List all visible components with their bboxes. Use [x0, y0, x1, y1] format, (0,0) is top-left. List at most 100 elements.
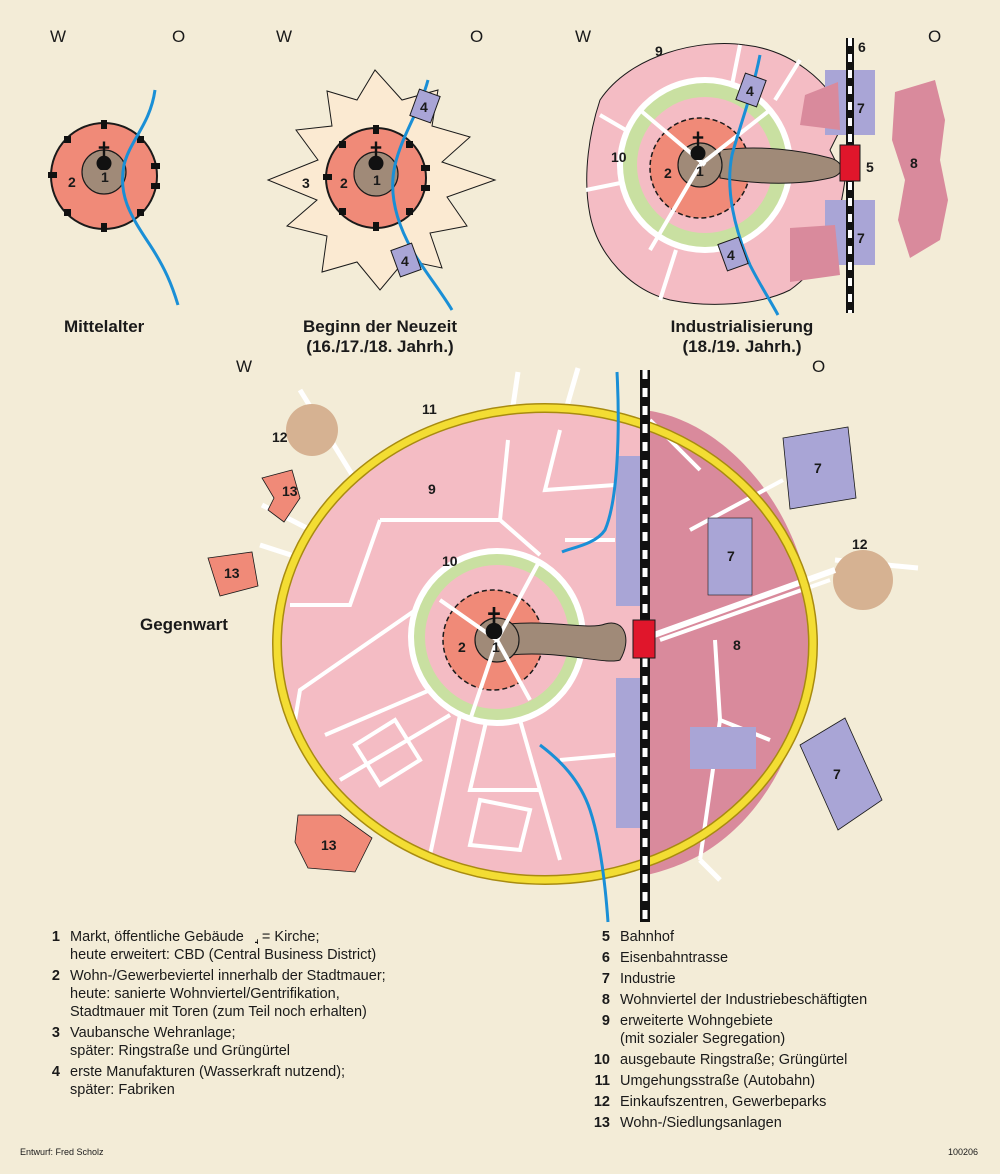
manufactory: 4 [390, 242, 422, 278]
title-gegenwart: Gegenwart [140, 615, 228, 634]
direction-east: O [470, 27, 483, 46]
direction-east: O [812, 357, 825, 376]
stage-mittelalter: W O 1 2 Mittelalter [48, 27, 185, 336]
industry-area [690, 727, 756, 769]
label-7: 7 [833, 766, 841, 782]
legend-number: 7 [601, 971, 610, 987]
title-neuzeit-line1: Beginn der Neuzeit [303, 317, 457, 336]
river [561, 371, 620, 554]
legend-number: 3 [51, 1025, 60, 1041]
label-13: 13 [282, 483, 298, 499]
legend-text-part: = Kirche; heute erweitert: CBD (Central … [70, 929, 377, 963]
label-4: 4 [727, 247, 735, 263]
city-gates [323, 125, 430, 231]
legend-item-1: 1 Markt, öffentliche Gebäude = Kirche; h… [40, 928, 560, 964]
industry-area [707, 517, 753, 596]
worker-quarter [790, 225, 840, 282]
legend-item-7: 7 Industrie [580, 970, 980, 988]
legend-item-10: 10 ausgebaute Ringstraße; Grüngürtel [580, 1051, 980, 1069]
label-7: 7 [814, 460, 822, 476]
legend-text: Bahnhof [620, 929, 675, 945]
title-neuzeit-line2: (16./17./18. Jahrh.) [306, 337, 453, 356]
train-station [632, 619, 656, 659]
direction-west: W [276, 27, 292, 46]
label-7: 7 [857, 230, 865, 246]
stage-gegenwart: W O Gegenwart [140, 357, 919, 923]
settlement-area [207, 551, 259, 597]
direction-west: W [575, 27, 591, 46]
label-11: 11 [422, 401, 437, 417]
direction-east: O [928, 27, 941, 46]
worker-quarter [643, 410, 813, 876]
river [391, 79, 454, 311]
label-1: 1 [373, 172, 381, 188]
industry-area [616, 456, 640, 606]
label-2: 2 [664, 165, 672, 181]
stage-industrialisierung: W O 8 4 4 1 2 10 9 [575, 27, 948, 356]
label-2: 2 [68, 174, 76, 190]
legend-text: Markt, öffentliche Gebäude = Kirche; heu… [70, 928, 376, 964]
label-12: 12 [272, 429, 288, 445]
title-industrialisierung-line2: (18./19. Jahrh.) [682, 337, 801, 356]
label-7: 7 [727, 548, 735, 564]
label-1: 1 [492, 639, 500, 655]
legend-text-part: Markt, öffentliche Gebäude [70, 929, 248, 945]
legend-item-3: 3 Vaubansche Wehranlage; später: Ringstr… [40, 1024, 560, 1060]
label-2: 2 [340, 175, 348, 191]
figure-code: 100206 [948, 1147, 979, 1157]
legend-number: 2 [51, 968, 60, 984]
church-icon [248, 928, 258, 944]
industry-area [616, 678, 640, 828]
city-gates [48, 120, 160, 232]
legend-text: Wohnviertel der Industriebeschäftigten [620, 992, 868, 1008]
label-10: 10 [611, 149, 627, 165]
settlement-area [294, 814, 373, 873]
industry-area [799, 717, 883, 831]
train-station [839, 144, 861, 182]
label-8: 8 [910, 155, 918, 171]
label-4: 4 [420, 99, 428, 115]
legend-number: 11 [594, 1073, 610, 1089]
legend-number: 10 [593, 1052, 610, 1068]
legend-text: erste Manufakturen (Wasserkraft nutzend)… [70, 1064, 346, 1098]
manufactory: 4 [409, 88, 441, 124]
legend-number: 9 [601, 1013, 610, 1029]
legend-item-2: 2 Wohn-/Gewerbeviertel innerhalb der Sta… [40, 967, 560, 1021]
worker-quarter [892, 80, 948, 258]
label-10: 10 [442, 553, 458, 569]
inner-roads [438, 559, 542, 721]
legend-number: 4 [51, 1064, 60, 1080]
label-9: 9 [655, 43, 663, 59]
direction-east: O [172, 27, 185, 46]
author-credit: Entwurf: Fred Scholz [20, 1147, 104, 1157]
label-3: 3 [302, 175, 310, 191]
legend-item-11: 11 Umgehungsstraße (Autobahn) [580, 1072, 980, 1090]
label-13: 13 [321, 837, 337, 853]
legend-text: Umgehungsstraße (Autobahn) [620, 1073, 816, 1089]
title-industrialisierung-line1: Industrialisierung [671, 317, 814, 336]
legend-number: 13 [593, 1115, 610, 1131]
shopping-center [286, 404, 338, 456]
label-1: 1 [696, 163, 704, 179]
legend-text: ausgebaute Ringstraße; Grüngürtel [620, 1052, 848, 1068]
street-grid [290, 418, 831, 861]
manufactory: 4 [717, 236, 749, 272]
label-6: 6 [858, 39, 866, 55]
legend-text: Vaubansche Wehranlage; später: Ringstraß… [70, 1025, 291, 1059]
stage-neuzeit: W O 4 4 1 2 3 Beginn der Neuzeit [266, 27, 497, 356]
worker-quarter [800, 82, 840, 130]
legend-text: Industrie [620, 971, 676, 987]
cbd-extension [509, 622, 627, 662]
label-2: 2 [458, 639, 466, 655]
settlement-area [261, 469, 301, 523]
legend-text: Wohn-/Gewerbeviertel innerhalb der Stadt… [70, 968, 386, 1020]
river [120, 89, 180, 306]
manufactory: 4 [735, 72, 767, 108]
